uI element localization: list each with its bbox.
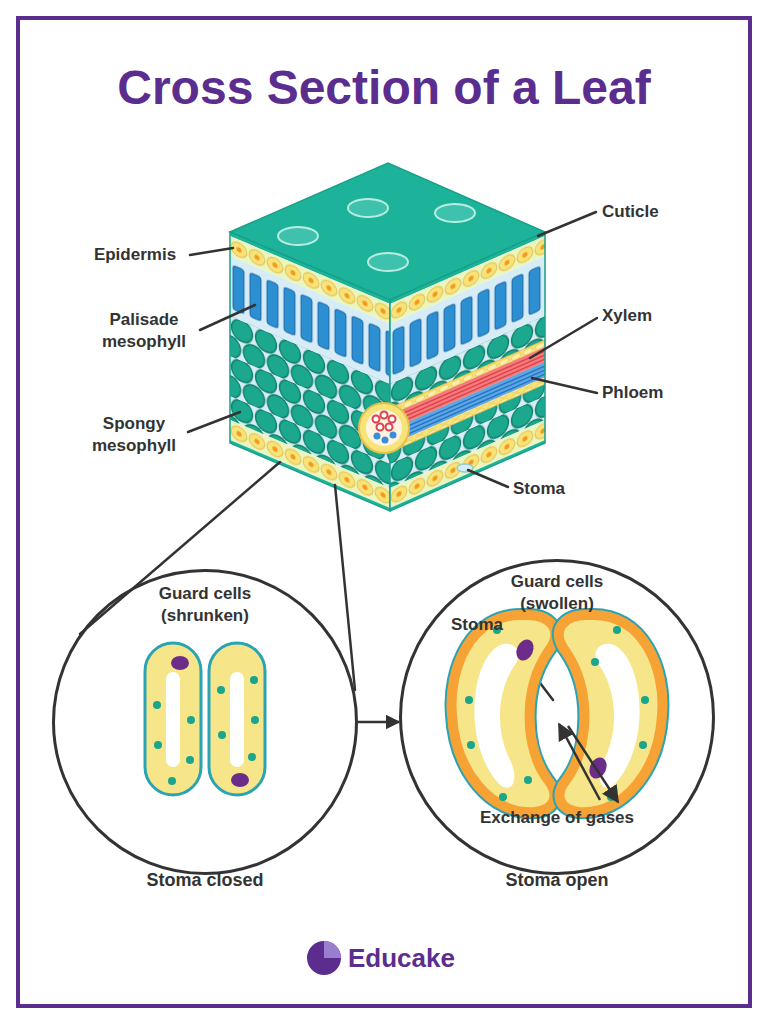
leader-line (190, 248, 233, 255)
xylem-tube (390, 347, 545, 430)
logo-icon (307, 941, 341, 975)
chloroplasts (465, 626, 649, 801)
title: Cross Section of a Leaf (0, 58, 768, 118)
surface-pore (368, 253, 408, 271)
connector-arrow (358, 721, 399, 724)
circle-caption: Stoma open (457, 869, 657, 891)
chloroplast (186, 756, 194, 764)
gas-arrow (559, 724, 600, 800)
xylem-vessel (386, 424, 393, 431)
leader-line (468, 470, 508, 487)
vacuole (166, 672, 180, 767)
guard-cell (145, 643, 201, 795)
zoom-line (80, 462, 280, 634)
phloem-line (390, 366, 545, 434)
guard-cell-outline (452, 615, 556, 812)
phloem-vessel (374, 433, 381, 440)
circle-text: Guard cells (swollen) (492, 571, 622, 615)
phloem-tube (390, 362, 545, 445)
vein-core (366, 410, 402, 446)
xylem-line (390, 359, 545, 427)
circle-text: Stoma (437, 614, 517, 636)
surface-pore (348, 199, 388, 217)
leader-line (532, 378, 597, 393)
chloroplasts (153, 676, 259, 785)
zoom-line (335, 485, 355, 690)
chloroplast (187, 716, 195, 724)
chloroplast (168, 777, 176, 785)
phloem-line (390, 374, 545, 442)
circle-text: Exchange of gases (457, 807, 657, 829)
surface-pore (435, 204, 475, 222)
guard-cell-outline (559, 615, 663, 812)
part-label: Epidermis (80, 244, 190, 266)
chloroplast (153, 701, 161, 709)
chloroplast (467, 741, 475, 749)
logo-wedge (324, 941, 341, 958)
chloroplast (248, 753, 256, 761)
leader-line (200, 305, 255, 330)
chloroplast (641, 696, 649, 704)
phloem-line (390, 370, 545, 438)
gas-arrow (568, 726, 618, 802)
circle-text: Guard cells (shrunken) (140, 583, 270, 627)
guard-cell (452, 615, 556, 812)
vein-sheath (390, 340, 545, 452)
face-outline (230, 232, 390, 511)
part-label: Cuticle (602, 201, 732, 223)
xylem-vessel (389, 416, 396, 423)
magnified-circle: Guard cells (shrunken)Stoma closed (52, 569, 358, 875)
part-label: Phloem (602, 382, 732, 404)
chloroplast (218, 731, 226, 739)
part-label: Spongy mesophyll (82, 413, 186, 457)
guard-cell (559, 615, 663, 812)
xylem-vessel (377, 424, 384, 431)
leader-line (530, 318, 597, 358)
chloroplast (499, 793, 507, 801)
nucleus (171, 656, 189, 670)
open-guard-cells (452, 615, 663, 812)
nucleus (231, 773, 249, 787)
chloroplast (639, 741, 647, 749)
surface-pore (278, 227, 318, 245)
circle-border (401, 561, 714, 874)
face-outline (390, 232, 545, 511)
brand-name: Educake (348, 942, 508, 974)
vacuole (474, 644, 518, 788)
chloroplast (251, 716, 259, 724)
logo-disc (307, 941, 341, 975)
phloem-vessel (382, 437, 389, 444)
xylem-vessel (381, 412, 388, 419)
leader-line (538, 212, 596, 236)
xylem-vessel (373, 416, 380, 423)
vacuole (230, 672, 244, 767)
part-label: Stoma (513, 478, 643, 500)
chloroplast (217, 686, 225, 694)
leaf-side-face (390, 232, 545, 511)
chloroplast (613, 626, 621, 634)
leader-line (188, 412, 240, 432)
part-label: Xylem (602, 305, 732, 327)
chloroplast (465, 696, 473, 704)
guard-cell (209, 643, 265, 795)
vein-end (359, 403, 409, 453)
chloroplast (250, 676, 258, 684)
chloroplast (524, 776, 532, 784)
chloroplast (591, 658, 599, 666)
page-frame (18, 18, 750, 1006)
chloroplast (154, 741, 162, 749)
circle-border (54, 571, 357, 874)
part-label: Palisade mesophyll (92, 309, 196, 353)
phloem-vessel (390, 432, 397, 439)
circle-caption: Stoma closed (55, 869, 355, 891)
leaf-front-face (230, 232, 390, 511)
closed-guard-cells (145, 643, 265, 795)
nucleus (513, 637, 537, 664)
xylem-line (390, 355, 545, 423)
magnified-circle: Guard cells (swollen)StomaExchange of ga… (399, 559, 715, 875)
